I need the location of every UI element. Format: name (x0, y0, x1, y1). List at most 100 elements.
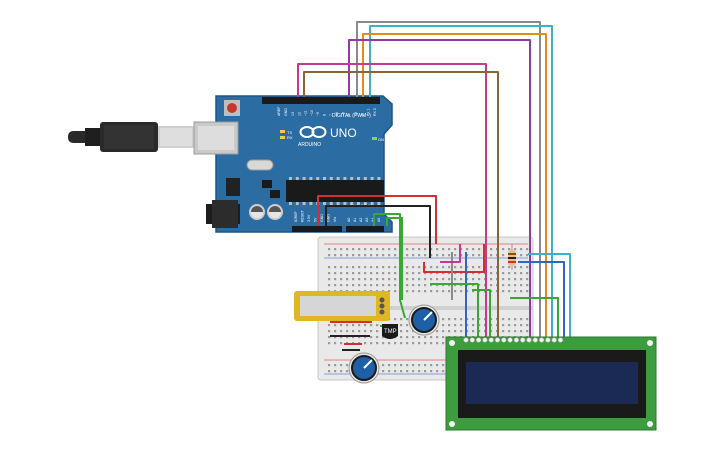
arduino-brand: ARDUINO (298, 142, 321, 148)
breadboard-hole (382, 370, 385, 373)
breadboard-hole (502, 284, 505, 287)
breadboard-hole (388, 290, 391, 293)
gnd-label: GND (284, 108, 288, 116)
breadboard-hole (352, 324, 355, 327)
digital-pin-label: ~3 (354, 112, 358, 116)
breadboard-hole (364, 330, 367, 333)
capacitor-2 (267, 204, 283, 220)
breadboard-hole (526, 330, 529, 333)
breadboard-hole (442, 278, 445, 281)
breadboard-hole (436, 284, 439, 287)
breadboard-hole (466, 318, 469, 321)
breadboard-hole (448, 318, 451, 321)
digital-pin-label: 12 (297, 112, 301, 116)
breadboard-hole (412, 342, 415, 345)
analog-header (346, 226, 384, 232)
breadboard-hole (412, 284, 415, 287)
chip-pins (289, 177, 381, 205)
breadboard-hole (418, 254, 421, 257)
breadboard-hole (406, 272, 409, 275)
wire-cyan-lcd (528, 253, 571, 337)
breadboard-hole (436, 330, 439, 333)
breadboard-hole (376, 336, 379, 339)
breadboard-hole (508, 272, 511, 275)
breadboard-hole (466, 272, 469, 275)
breadboard-hole (478, 278, 481, 281)
breadboard-hole (466, 290, 469, 293)
breadboard-hole (460, 318, 463, 321)
chip-pin (363, 177, 367, 180)
breadboard-hole (388, 266, 391, 269)
breadboard-hole (460, 284, 463, 287)
breadboard-hole (520, 254, 523, 257)
breadboard-hole (454, 318, 457, 321)
lcd-pin (488, 337, 494, 343)
breadboard-hole (334, 278, 337, 281)
breadboard-hole (328, 330, 331, 333)
microcontroller-chip (286, 180, 384, 202)
breadboard-hole (358, 272, 361, 275)
power-pin-label: RESET (301, 209, 305, 222)
breadboard-hole (346, 324, 349, 327)
lcd-pin (539, 337, 545, 343)
breadboard-hole (328, 248, 331, 251)
breadboard-hole (436, 342, 439, 345)
breadboard-hole (364, 284, 367, 287)
reset-button[interactable] (224, 100, 240, 116)
breadboard-hole (466, 284, 469, 287)
breadboard-hole (370, 284, 373, 287)
breadboard-hole (388, 278, 391, 281)
breadboard-hole (490, 330, 493, 333)
lcd-module (445, 336, 657, 431)
breadboard-hole (418, 370, 421, 373)
breadboard-hole (442, 370, 445, 373)
breadboard-hole (334, 248, 337, 251)
breadboard-hole (400, 318, 403, 321)
crystal (246, 159, 274, 171)
digital-pin-label: 7 (329, 114, 333, 116)
breadboard-hole (490, 284, 493, 287)
breadboard-hole (352, 254, 355, 257)
breadboard-hole (442, 324, 445, 327)
wire-magenta-top (297, 63, 487, 337)
breadboard-hole (436, 336, 439, 339)
breadboard-hole (370, 266, 373, 269)
digital-pin-label: ~5 (341, 112, 345, 116)
breadboard-hole (424, 370, 427, 373)
tx-led (280, 130, 285, 133)
digital-pin-label: 13 (291, 112, 295, 116)
breadboard-hole (520, 248, 523, 251)
breadboard-hole (358, 278, 361, 281)
voltage-regulator (226, 178, 240, 196)
breadboard-hole (394, 342, 397, 345)
breadboard-hole (418, 248, 421, 251)
breadboard-hole (418, 278, 421, 281)
breadboard-hole (334, 364, 337, 367)
breadboard-hole (424, 278, 427, 281)
chip-pin (309, 177, 313, 180)
breadboard-hole (406, 324, 409, 327)
rx-led (280, 136, 285, 139)
breadboard-hole (394, 318, 397, 321)
breadboard-hole (334, 272, 337, 275)
digital-pin-label: 4 (348, 114, 352, 116)
digital-pin-label: ~11 (304, 110, 308, 116)
breadboard-hole (394, 266, 397, 269)
breadboard-hole (508, 324, 511, 327)
breadboard-hole (508, 290, 511, 293)
breadboard-hole (466, 266, 469, 269)
breadboard-hole (526, 266, 529, 269)
potentiometer-bottom[interactable] (348, 352, 380, 384)
breadboard-hole (460, 330, 463, 333)
breadboard-hole (388, 254, 391, 257)
breadboard-hole (502, 272, 505, 275)
breadboard-hole (412, 290, 415, 293)
breadboard-hole (460, 278, 463, 281)
breadboard-hole (514, 318, 517, 321)
chip-pin (329, 177, 333, 180)
breadboard-hole (472, 254, 475, 257)
breadboard-hole (352, 336, 355, 339)
breadboard-hole (430, 342, 433, 345)
potentiometer-top[interactable] (408, 304, 440, 336)
breadboard-hole (406, 342, 409, 345)
